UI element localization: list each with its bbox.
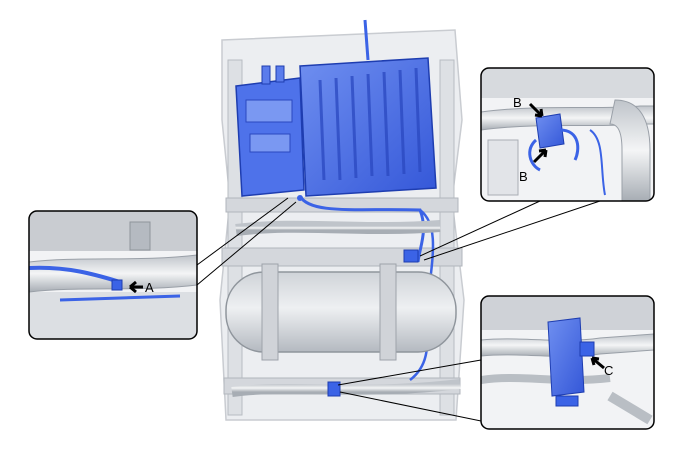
callout-a: A — [145, 280, 154, 295]
callout-c: C — [604, 363, 613, 378]
sensor-c-main — [327, 381, 341, 397]
arrow-c-icon — [590, 356, 605, 370]
inset-a-border — [28, 210, 198, 340]
inset-c: C — [480, 295, 655, 430]
right-rail — [439, 59, 455, 416]
point-a-main — [297, 195, 303, 201]
callout-b-top: B — [513, 95, 522, 110]
inset-b: B B — [480, 67, 655, 202]
inset-c-border — [480, 295, 655, 430]
cross-member-middle — [221, 247, 463, 267]
main-view — [219, 19, 465, 421]
inset-b-border — [480, 67, 655, 202]
fuel-tank — [225, 263, 457, 361]
callout-b-bottom: B — [519, 169, 528, 184]
arrow-a-icon — [129, 280, 143, 294]
arrow-b-bottom-icon — [532, 148, 548, 164]
arrow-b-top-icon — [528, 102, 544, 118]
inverter-unit — [235, 57, 437, 197]
inset-a: A — [28, 210, 198, 340]
sensor-b-main — [403, 249, 419, 263]
